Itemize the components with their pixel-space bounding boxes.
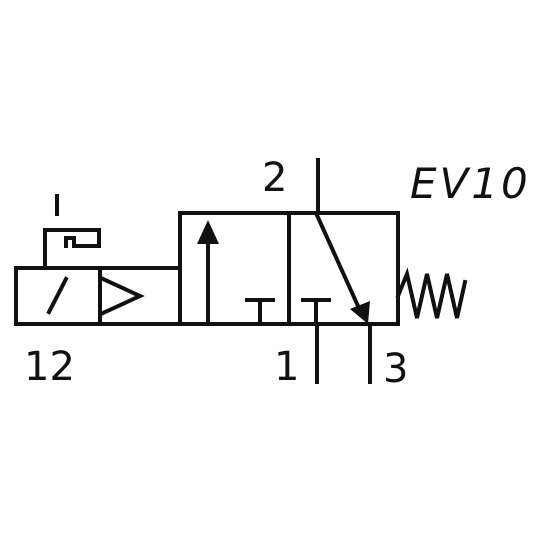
manual-override xyxy=(43,228,101,270)
valve-body xyxy=(178,210,400,326)
port-lines xyxy=(315,158,372,384)
flow-line-right xyxy=(313,210,361,309)
port-label-12: 12 xyxy=(24,344,75,390)
solenoid-diagonal xyxy=(46,276,69,315)
position-box-right xyxy=(287,211,400,326)
port-label-2: 2 xyxy=(262,155,288,201)
return-spring-icon xyxy=(395,267,468,319)
solenoid-actuator xyxy=(14,194,182,326)
pilot-triangle xyxy=(100,276,145,316)
flow-arrow-down-icon xyxy=(350,301,370,324)
port-label-1: 1 xyxy=(274,344,300,390)
port-label-3: 3 xyxy=(383,346,409,392)
position-box-left xyxy=(178,211,291,326)
valve-tag: EV10 xyxy=(410,159,531,208)
flow-arrow-up-icon xyxy=(197,220,219,244)
